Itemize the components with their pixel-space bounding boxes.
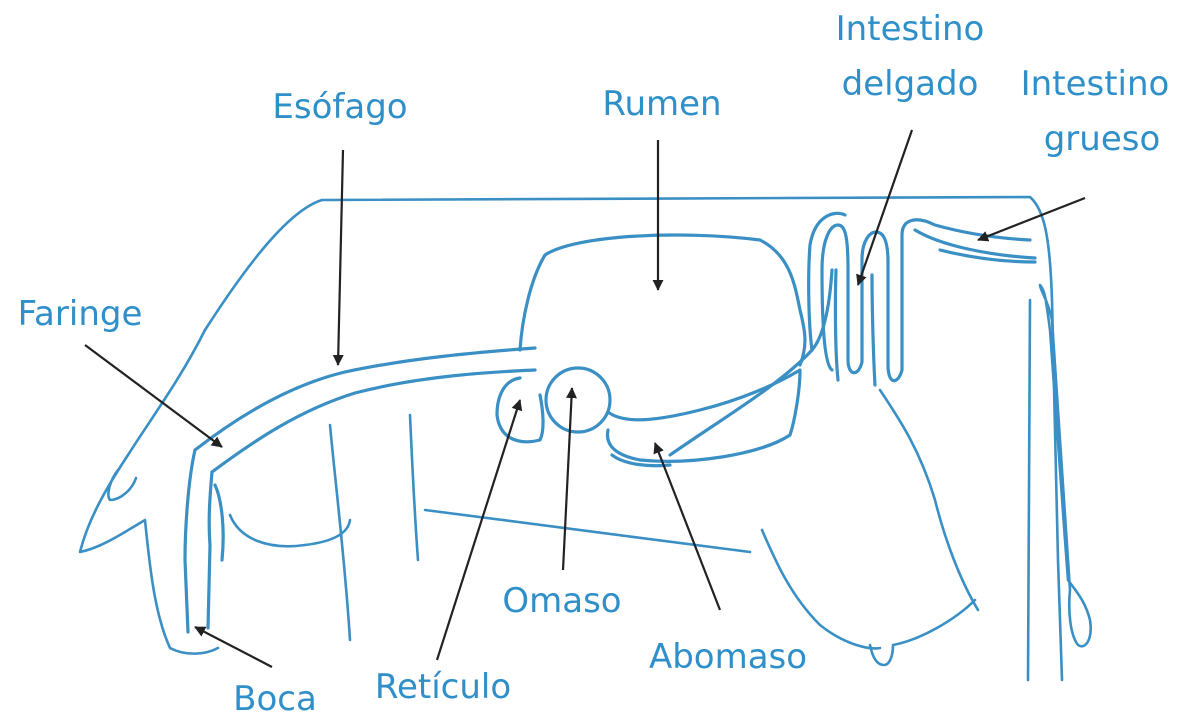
label-intestino-grueso-line1: Intestino bbox=[1021, 64, 1170, 104]
cow-udder bbox=[870, 600, 975, 665]
label-intestino-grueso-line2: grueso bbox=[1044, 119, 1161, 159]
pharynx-left bbox=[185, 450, 195, 632]
label-faringe: Faringe bbox=[18, 294, 143, 334]
mouth-inner bbox=[215, 485, 223, 560]
cow-tail bbox=[1040, 285, 1091, 646]
cow-flank bbox=[880, 390, 978, 610]
abomasum-outline bbox=[607, 370, 800, 461]
cow-throat bbox=[230, 515, 350, 546]
digestive-tract bbox=[185, 213, 1035, 632]
arrow-faringe bbox=[85, 345, 222, 447]
cow-ear bbox=[108, 470, 136, 500]
reticulum-outline bbox=[497, 378, 543, 442]
cow-front-leg-2 bbox=[410, 415, 418, 560]
label-boca: Boca bbox=[233, 679, 317, 719]
rumen-outline bbox=[520, 235, 805, 365]
arrow-reticulo bbox=[437, 400, 520, 660]
cow-front-leg bbox=[330, 425, 350, 640]
arrow-intestino-grueso bbox=[978, 198, 1085, 240]
cow-hind-leg bbox=[1028, 300, 1030, 680]
arrow-boca bbox=[195, 627, 272, 667]
label-omaso: Omaso bbox=[502, 581, 621, 621]
cow-back-line bbox=[205, 197, 1062, 680]
cow-rear-belly bbox=[762, 530, 880, 648]
arrow-esofago bbox=[338, 150, 343, 365]
arrow-intestino-delgado bbox=[858, 130, 912, 285]
label-intestino-delgado-line1: Intestino bbox=[836, 9, 985, 49]
pharynx-right bbox=[208, 472, 212, 628]
arrow-abomaso bbox=[655, 443, 720, 610]
label-reticulo: Retículo bbox=[375, 667, 511, 707]
label-rumen: Rumen bbox=[602, 84, 721, 124]
arrow-omaso bbox=[563, 388, 572, 570]
label-abomaso: Abomaso bbox=[649, 637, 807, 677]
cow-head bbox=[80, 330, 218, 654]
labels: Esófago Rumen Intestino delgado Intestin… bbox=[18, 9, 1170, 719]
label-esofago: Esófago bbox=[272, 87, 407, 127]
small-intestine-loops bbox=[822, 220, 1030, 381]
label-intestino-delgado-line2: delgado bbox=[842, 64, 979, 104]
esophagus-lower bbox=[212, 370, 535, 472]
esophagus-upper bbox=[195, 348, 535, 450]
omasum-outline bbox=[546, 368, 610, 432]
